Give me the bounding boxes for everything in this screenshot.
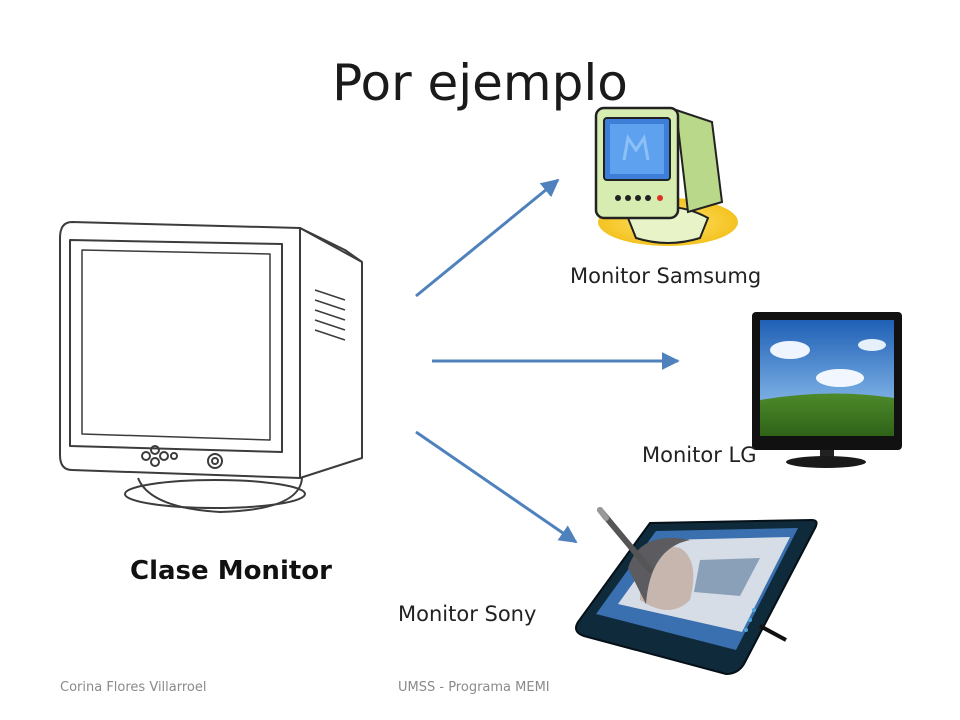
footer-program: UMSS - Programa MEMI [398, 680, 550, 695]
arrow-to-samsung [415, 178, 560, 298]
crt-monitor-drawing [59, 221, 363, 513]
label-monitor-lg: Monitor LG [642, 443, 757, 467]
label-class-monitor: Clase Monitor [130, 556, 332, 586]
arrow-to-sony [415, 430, 578, 544]
relationship-arrows [415, 178, 680, 544]
samsung-monitor-image [594, 106, 738, 246]
slide-title: Por ejemplo [332, 54, 628, 112]
label-monitor-samsung: Monitor Samsumg [570, 264, 762, 288]
sony-tablet-image [575, 507, 818, 676]
lg-monitor-image [752, 312, 902, 468]
footer-author: Corina Flores Villarroel [60, 680, 207, 695]
label-monitor-sony: Monitor Sony [398, 602, 537, 626]
